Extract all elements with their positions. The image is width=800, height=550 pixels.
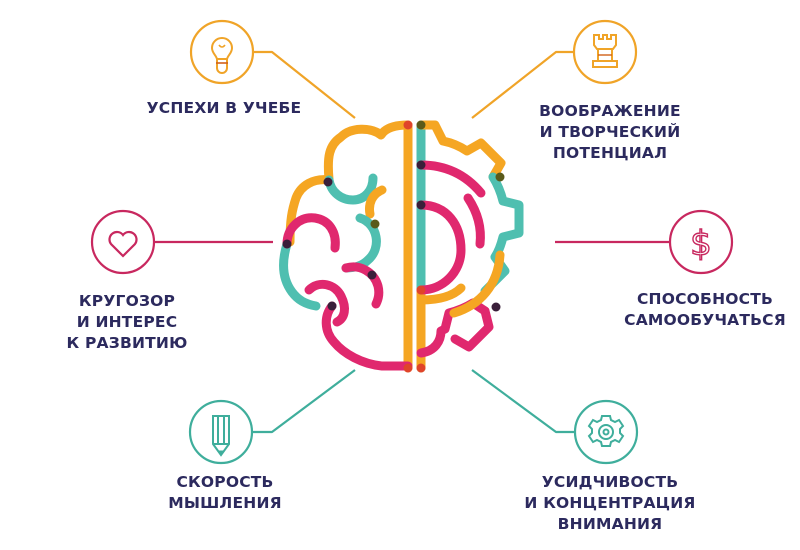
brain-outline [279,120,413,371]
label-top-left: УСПЕХИ В УЧЕБЕ [146,99,302,117]
gear-icon [573,399,639,465]
label-bottom-left: СКОРОСТЬ МЫШЛЕНИЯ [168,473,282,512]
label-mid-left: КРУГОЗОР И ИНТЕРЕС К РАЗВИТИЮ [66,292,188,352]
heart-icon [90,209,156,275]
brain-gear-graphic [279,120,524,373]
connector-top-left [254,50,356,119]
dollar-icon: $ [668,209,734,275]
connector-lines [155,50,669,434]
pencil-icon [188,399,254,465]
gear-outline [403,120,524,373]
label-top-right: ВООБРАЖЕНИЕ И ТВОРЧЕСКИЙ ПОТЕНЦИАЛ [539,102,681,162]
chess-rook-icon [572,19,638,85]
label-mid-right: СПОСОБНОСТЬ САМООБУЧАТЬСЯ [624,290,786,329]
connector-bottom-left [252,369,356,434]
connector-bottom-right [471,369,574,434]
label-bottom-right: УСИДЧИВОСТЬ И КОНЦЕНТРАЦИЯ ВНИМАНИЯ [524,473,696,533]
lightbulb-icon [189,19,255,85]
svg-text:$: $ [690,224,712,264]
connector-top-right [471,50,574,119]
